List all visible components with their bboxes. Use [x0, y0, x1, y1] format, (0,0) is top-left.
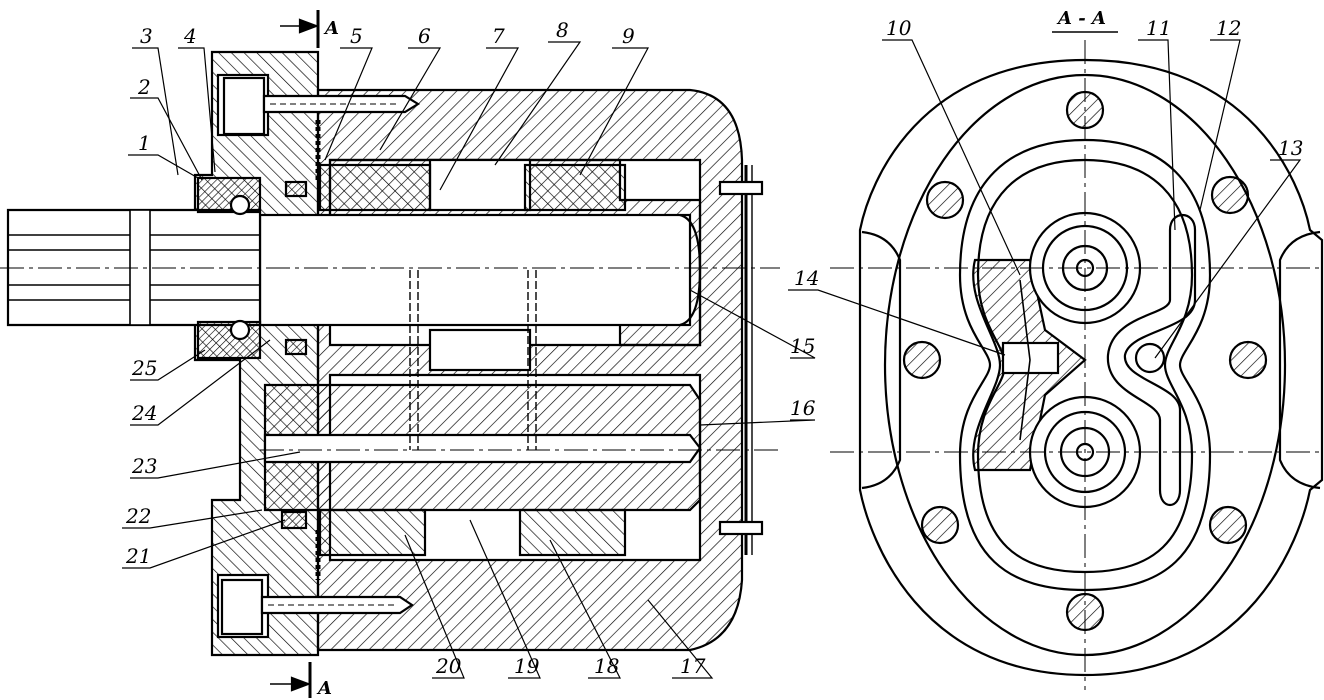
callout-20: 20 — [435, 654, 462, 678]
callout-8: 8 — [556, 18, 569, 42]
bolt-hole-upper-right — [1210, 175, 1250, 215]
lower-bushing-right — [518, 508, 627, 557]
section-title: A - A — [1056, 8, 1106, 29]
bottom-bolt-head — [220, 578, 264, 636]
shaft-seal-top — [196, 176, 262, 214]
callout-3: 3 — [140, 24, 153, 48]
drive-shaft-end — [679, 213, 702, 327]
drive-shaft — [258, 213, 692, 327]
upper-bushing-left — [318, 163, 432, 212]
leader-lines — [122, 39, 1302, 679]
section-mark-top: A — [323, 18, 339, 39]
callout-16: 16 — [790, 396, 816, 420]
channel-port — [1134, 342, 1166, 374]
callout-14: 14 — [794, 266, 819, 290]
callout-1: 1 — [138, 131, 151, 155]
bolt-hole-lower-left — [920, 505, 960, 545]
callout-19: 19 — [514, 654, 540, 678]
pump-outer-body — [858, 58, 1324, 677]
callout-7: 7 — [492, 24, 505, 48]
bolt-hole-lower-right — [1208, 505, 1248, 545]
callout-13: 13 — [1278, 136, 1303, 160]
callout-21: 21 — [125, 544, 151, 568]
callout-5: 5 — [350, 24, 363, 48]
longitudinal-section — [0, 10, 780, 698]
section-mark-bottom: A — [316, 678, 332, 699]
serpentine-channel — [1106, 214, 1197, 507]
callout-9: 9 — [622, 24, 635, 48]
cross-section-a-a — [830, 40, 1324, 690]
callout-labels: 1 2 3 4 5 6 7 8 9 10 11 12 13 14 15 16 1… — [125, 16, 1303, 678]
callout-12: 12 — [1216, 16, 1241, 40]
driven-shaft — [263, 433, 702, 464]
callout-11: 11 — [1146, 16, 1171, 40]
callout-6: 6 — [418, 24, 431, 48]
callout-4: 4 — [183, 24, 197, 48]
lower-bushing-left — [318, 508, 427, 557]
callout-23: 23 — [131, 454, 157, 478]
bolt-hole-right — [1228, 340, 1268, 380]
bolt-hole-left — [902, 340, 942, 380]
callout-22: 22 — [125, 504, 151, 528]
bolt-hole-upper-left — [925, 180, 965, 220]
upper-bushing-right — [523, 163, 627, 212]
callout-24: 24 — [131, 401, 157, 425]
shaft-seal-bottom — [196, 320, 262, 360]
drive-gear-tooth-gap — [428, 158, 532, 212]
callout-17: 17 — [680, 654, 706, 678]
top-bolt-head — [222, 76, 266, 136]
callout-25: 25 — [131, 356, 157, 380]
callout-15: 15 — [790, 334, 815, 358]
callout-18: 18 — [594, 654, 619, 678]
callout-10: 10 — [886, 16, 912, 40]
bottom-bolt-shank — [260, 595, 414, 615]
callout-2: 2 — [137, 75, 151, 99]
